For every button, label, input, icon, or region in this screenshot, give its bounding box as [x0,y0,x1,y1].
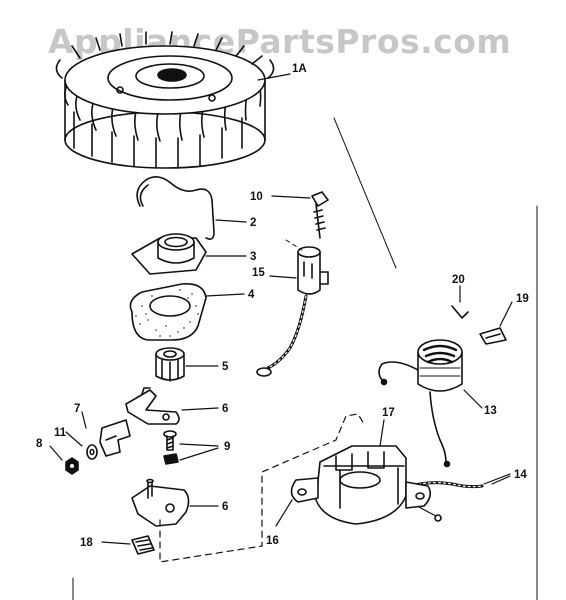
label-14: 14 [514,469,527,481]
cap-part [131,233,207,275]
label-6-upper: 6 [222,403,228,415]
breaker-plate-part [131,478,190,527]
label-13: 13 [484,405,497,417]
label-9: 9 [224,441,230,453]
terminal-part [479,327,507,345]
screw-part-upper [163,430,177,451]
label-19: 19 [516,293,529,305]
label-6-lower: 6 [222,501,228,513]
label-8: 8 [36,438,43,450]
nut-part [65,457,79,475]
assembly-dashed-outline [159,413,365,563]
label-1a: 1A [292,63,307,75]
label-18: 18 [80,537,93,549]
label-11: 11 [54,427,67,439]
condenser-part [256,246,329,377]
flywheel-part [55,31,275,169]
label-10: 10 [250,191,263,203]
cam-part [155,347,185,382]
label-20: 20 [452,274,465,286]
label-4: 4 [248,289,255,301]
label-15: 15 [252,267,265,279]
ignition-coil-part [378,339,463,468]
felt-pad-part [131,535,155,555]
spring-clip-part [136,176,215,240]
label-5: 5 [222,361,229,373]
washer-part [86,444,98,460]
gasket-part [129,282,207,341]
wire-clip-part [451,305,469,319]
housing-bracket-part [290,445,432,525]
bracket-part [99,419,131,457]
label-7: 7 [74,403,80,415]
top-screw-part [311,191,329,239]
label-17: 17 [382,407,395,419]
label-16: 16 [266,535,279,547]
screw-part-lower [163,453,179,465]
label-3: 3 [250,251,256,263]
breaker-arm-part [125,387,180,425]
label-2: 2 [250,217,256,229]
